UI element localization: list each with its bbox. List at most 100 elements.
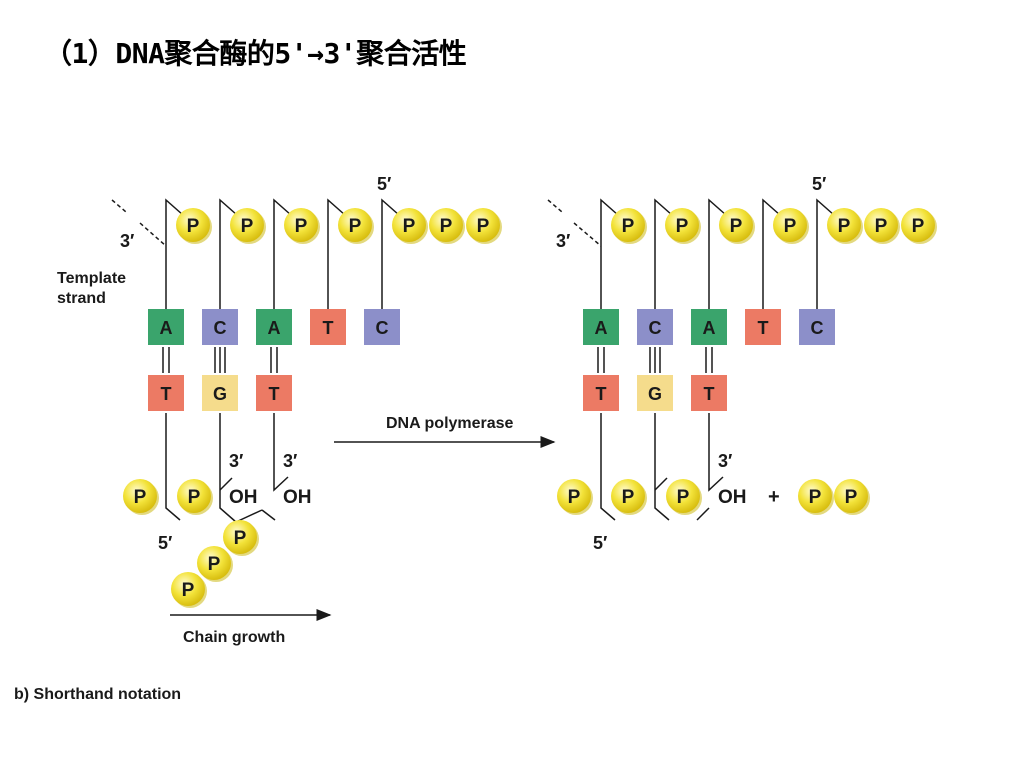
- base-letter: C: [811, 318, 824, 338]
- phosphate-sphere: [611, 479, 645, 513]
- phosphate-sphere: [557, 479, 591, 513]
- phosphate: P: [834, 479, 870, 515]
- phosphate-letter: P: [440, 216, 453, 237]
- phosphate-letter: P: [838, 216, 851, 237]
- base-letter: G: [648, 384, 662, 404]
- phosphate: P: [176, 208, 212, 244]
- phosphate-letter: P: [809, 487, 822, 508]
- phosphate-sphere: [123, 479, 157, 513]
- base-box: [148, 309, 184, 345]
- phosphate-sphere: [864, 208, 898, 242]
- phosphate-letter: P: [784, 216, 797, 237]
- chain-growth-label: Chain growth: [183, 629, 285, 646]
- right-prime-3: 3′: [718, 451, 732, 471]
- phosphate-letter: P: [477, 216, 490, 237]
- phosphate-letter: P: [403, 216, 416, 237]
- base-letter: T: [704, 384, 715, 404]
- base-box: [202, 375, 238, 411]
- phosphate-letter: P: [234, 528, 247, 549]
- template-label-line2: strand: [57, 290, 106, 307]
- incoming-triphosphate: P P P: [171, 520, 259, 608]
- phosphate-sphere: [773, 208, 807, 242]
- base-box: [256, 375, 292, 411]
- phosphate-sphere: [230, 208, 264, 242]
- base-box: [637, 309, 673, 345]
- right-template-backbone: [547, 198, 835, 322]
- phosphate-sphere: [798, 479, 832, 513]
- left-oh-a: OH: [229, 487, 258, 508]
- phosphate-sphere: [284, 208, 318, 242]
- phosphate: P: [197, 546, 233, 582]
- phosphate: P: [338, 208, 374, 244]
- phosphate-letter: P: [241, 216, 254, 237]
- phosphate-letter: P: [188, 487, 201, 508]
- phosphate: P: [171, 572, 207, 608]
- phosphate-letter: P: [845, 487, 858, 508]
- base-letter: G: [213, 384, 227, 404]
- left-new-bases: T G T: [148, 375, 292, 411]
- base-box: [148, 375, 184, 411]
- phosphate-letter: P: [295, 216, 308, 237]
- base-letter: A: [703, 318, 716, 338]
- left-prime-3-b: 3′: [283, 451, 297, 471]
- right-new-backbone: [600, 413, 724, 521]
- phosphate-letter: P: [187, 216, 200, 237]
- base-box: [799, 309, 835, 345]
- phosphate: P: [827, 208, 863, 244]
- phosphate-sphere: [666, 479, 700, 513]
- phosphate-sphere: [719, 208, 753, 242]
- phosphate-sphere: [223, 520, 257, 554]
- phosphate-sphere: [176, 208, 210, 242]
- phosphate-letter: P: [677, 487, 690, 508]
- phosphate-letter: P: [568, 487, 581, 508]
- phosphate-letter: P: [622, 216, 635, 237]
- left-hydrogen-bonds: [162, 347, 278, 373]
- left-prime-5-top: 5′: [377, 174, 391, 194]
- phosphate-sphere: [834, 479, 868, 513]
- phosphate-letter: P: [208, 554, 221, 575]
- left-new-phosphates: P P: [123, 479, 213, 515]
- phosphate-letter: P: [676, 216, 689, 237]
- right-template-phosphates: P P P P P P P: [611, 208, 937, 244]
- left-template-backbone: [111, 198, 400, 322]
- phosphate-letter: P: [622, 487, 635, 508]
- phosphate-letter: P: [730, 216, 743, 237]
- phosphate-sphere: [338, 208, 372, 242]
- phosphate: P: [284, 208, 320, 244]
- right-prime-3-left: 3′: [556, 231, 570, 251]
- base-box: [637, 375, 673, 411]
- phosphate: P: [719, 208, 755, 244]
- right-panel: P P P P P P P 5′ 3′ A C A T C: [547, 174, 937, 553]
- figure-caption: b) Shorthand notation: [14, 686, 181, 703]
- left-prime-5-bottom: 5′: [158, 533, 172, 553]
- phosphate: P: [177, 479, 213, 515]
- plus-sign: +: [768, 486, 780, 508]
- phosphate-letter: P: [349, 216, 362, 237]
- base-letter: T: [758, 318, 769, 338]
- base-letter: C: [649, 318, 662, 338]
- right-new-phosphates: P P P: [557, 479, 702, 515]
- phosphate: P: [611, 208, 647, 244]
- base-letter: T: [596, 384, 607, 404]
- base-box: [202, 309, 238, 345]
- phosphate-sphere: [392, 208, 426, 242]
- phosphate-letter: P: [912, 216, 925, 237]
- template-label-line1: Template: [57, 270, 126, 287]
- pyrophosphate: P P: [798, 479, 870, 515]
- left-prime-3-a: 3′: [229, 451, 243, 471]
- phosphate: P: [665, 208, 701, 244]
- base-box: [691, 375, 727, 411]
- base-box: [583, 375, 619, 411]
- right-new-bases: T G T: [583, 375, 727, 411]
- phosphate: P: [798, 479, 834, 515]
- left-new-backbone: [165, 413, 289, 523]
- phosphate: P: [773, 208, 809, 244]
- base-letter: T: [269, 384, 280, 404]
- base-letter: A: [268, 318, 281, 338]
- arrow-label: DNA polymerase: [386, 415, 514, 432]
- page-title: （1）DNA聚合酶的5'→3'聚合活性: [44, 37, 467, 70]
- base-box: [310, 309, 346, 345]
- phosphate: P: [557, 479, 593, 515]
- phosphate-sphere: [177, 479, 211, 513]
